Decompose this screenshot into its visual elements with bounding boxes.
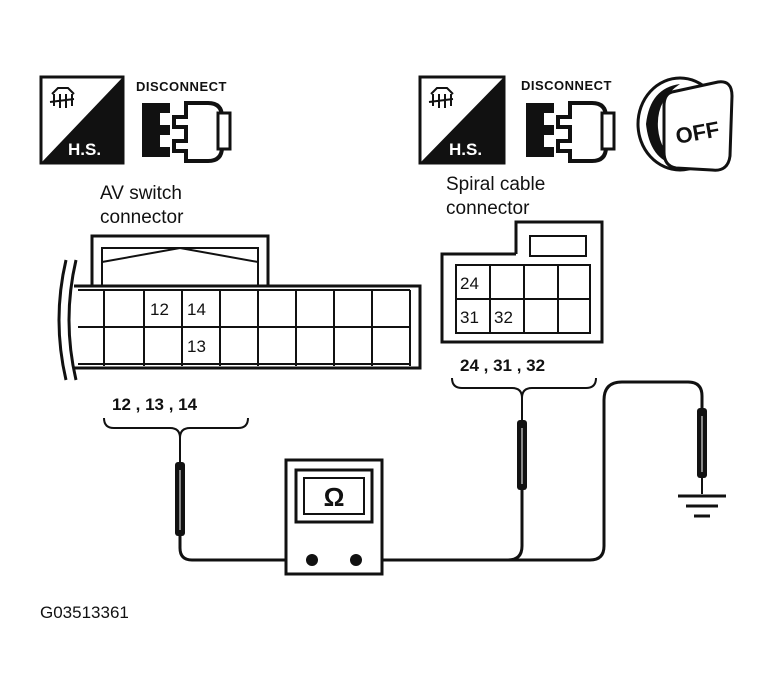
av-pin-12: 12: [150, 300, 169, 319]
av-pin-13: 13: [187, 337, 206, 356]
spiral-pin-32: 32: [494, 308, 513, 327]
figure-id: G03513361: [40, 603, 129, 622]
right-disconnect-icon: DISCONNECT: [521, 78, 616, 163]
test-probe-icon: [175, 462, 185, 536]
spiral-pin-31: 31: [460, 308, 479, 327]
left-pin-group-label: 12 , 13 , 14: [112, 395, 198, 414]
meter-terminal-left: [306, 554, 318, 566]
spiral-pin-24: 24: [460, 274, 479, 293]
ohmmeter-icon: Ω: [284, 458, 384, 576]
right-caption-line2: connector: [446, 198, 530, 219]
left-brace: [103, 417, 249, 439]
av-pin-14: 14: [187, 300, 206, 319]
av-switch-connector: 12 14 13: [57, 234, 422, 381]
ignition-key-off-icon: OFF: [636, 76, 734, 172]
left-disconnect-label: DISCONNECT: [136, 79, 227, 94]
spiral-cable-connector: 24 31 32: [440, 220, 604, 344]
left-caption-line1: AV switch: [100, 183, 182, 204]
ohmmeter-symbol: Ω: [324, 482, 345, 512]
left-caption-line2: connector: [100, 207, 184, 228]
right-disconnect-label: DISCONNECT: [521, 78, 612, 93]
left-hs-label: H.S.: [68, 140, 101, 159]
right-hs-label: H.S.: [449, 140, 482, 159]
right-pin-group-label: 24 , 31 , 32: [460, 356, 545, 375]
meter-terminal-right: [350, 554, 362, 566]
right-caption-line1: Spiral cable: [446, 174, 545, 195]
test-probe-icon-right: [517, 420, 527, 490]
test-leads: [178, 380, 704, 562]
left-disconnect-icon: DISCONNECT: [136, 79, 232, 163]
right-brace: [451, 377, 597, 399]
left-hs-icon: H.S.: [39, 75, 125, 165]
ground-symbol-icon: [678, 494, 726, 518]
right-hs-icon: H.S.: [418, 75, 506, 165]
test-probe-icon-ground: [697, 408, 707, 478]
